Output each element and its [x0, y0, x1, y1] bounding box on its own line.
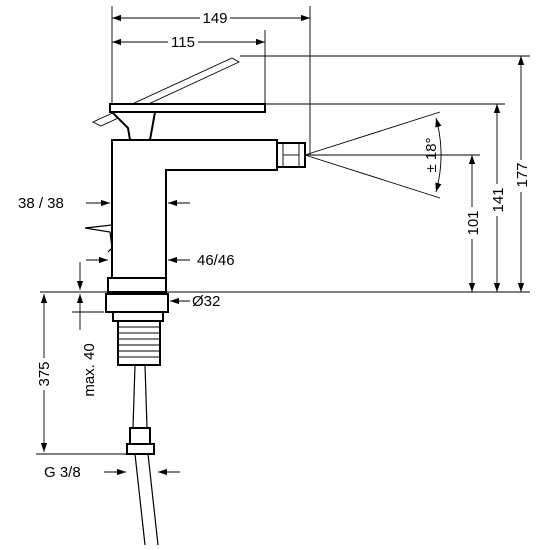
label-body-width-bottom: 46/46	[197, 252, 235, 269]
label-height-outlet: 101	[465, 210, 482, 235]
label-aerator-angle: ± 18°	[423, 137, 440, 172]
label-body-width-top: 38 / 38	[18, 195, 64, 212]
label-height-lever: 141	[490, 187, 507, 212]
faucet-outline	[84, 57, 306, 546]
label-hose-length: 375	[36, 361, 53, 386]
label-max-countertop: max. 40	[81, 343, 98, 396]
dimension-labels: 149 115 177 141 101 ± 18° 38 / 38 46/46 …	[18, 9, 531, 481]
dimension-lines	[36, 14, 525, 476]
label-connection-thread: G 3/8	[44, 464, 81, 481]
label-width-overall: 149	[202, 10, 227, 27]
thread-lines	[118, 326, 160, 358]
extension-lines	[40, 6, 530, 293]
label-height-top: 177	[514, 162, 531, 187]
label-width-lever: 115	[171, 34, 195, 51]
label-shank-diameter: Ø32	[192, 293, 220, 310]
